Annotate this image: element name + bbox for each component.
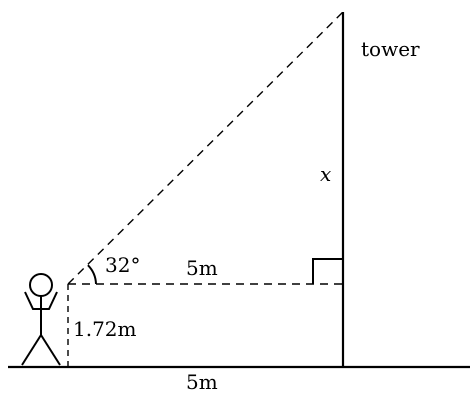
eye-height-label: 1.72m (73, 317, 137, 341)
person-right-leg (40, 334, 61, 366)
person-head (29, 273, 53, 297)
horizontal-distance-label: 5m (186, 256, 218, 280)
angle-label: 32° (105, 253, 141, 277)
height-variable-label: x (320, 162, 332, 186)
angle-arc (87, 264, 97, 285)
person-figure (21, 273, 61, 366)
line-of-sight (67, 11, 344, 285)
person-left-leg (21, 334, 42, 366)
right-angle-marker (312, 258, 343, 284)
person-arms (24, 291, 58, 310)
ground-distance-label: 5m (186, 370, 218, 394)
tower-label: tower (361, 37, 420, 61)
